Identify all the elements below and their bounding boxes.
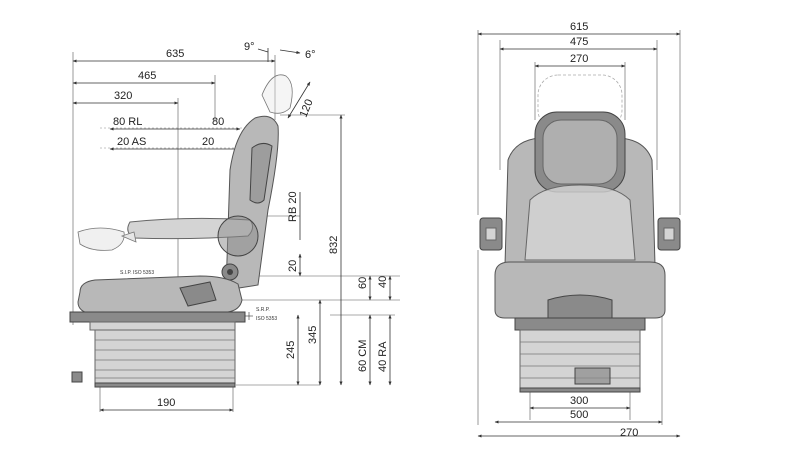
dim-635: 635 [166,48,184,60]
dim-270-top: 270 [570,53,588,65]
label-iso: ISO 5353 [256,316,277,322]
seat-front-illustration [479,74,681,393]
dim-500: 500 [570,409,588,421]
dim-320: 320 [114,90,132,102]
label-sip: S.I.P. ISO 5353 [120,270,154,276]
front-view: 615 475 270 300 500 270 [477,21,681,439]
dim-40-ra: 40 RA [377,341,389,372]
dim-v60: 60 [357,277,369,289]
angle-9: 9° [244,41,255,53]
dim-300: 300 [570,395,588,407]
dim-475: 475 [570,36,588,48]
dim-615: 615 [570,21,588,33]
dim-rb-20: RB 20 [287,191,299,222]
dim-60-cm: 60 CM [357,340,369,372]
dim-832: 832 [328,236,340,254]
dim-v20: 20 [287,260,299,272]
side-view: 635 465 320 80 RL 80 20 AS 20 190 9° 6° … [69,41,400,412]
dim-270-bottom: 270 [620,427,638,439]
dim-345: 345 [307,326,319,344]
dim-465: 465 [138,70,156,82]
dim-245: 245 [285,341,297,359]
dim-v40: 40 [377,276,389,288]
seat-side-illustration: S.I.P. ISO 5353 S.R.P. ISO 5353 [69,74,293,388]
dim-80: 80 [212,116,224,128]
dim-20: 20 [202,136,214,148]
label-srp: S.R.P. [256,307,270,313]
angle-6: 6° [305,49,316,61]
dim-80-rl: 80 RL [113,116,142,128]
dim-120: 120 [298,98,316,120]
dim-20-as: 20 AS [117,136,146,148]
dim-190: 190 [157,397,175,409]
